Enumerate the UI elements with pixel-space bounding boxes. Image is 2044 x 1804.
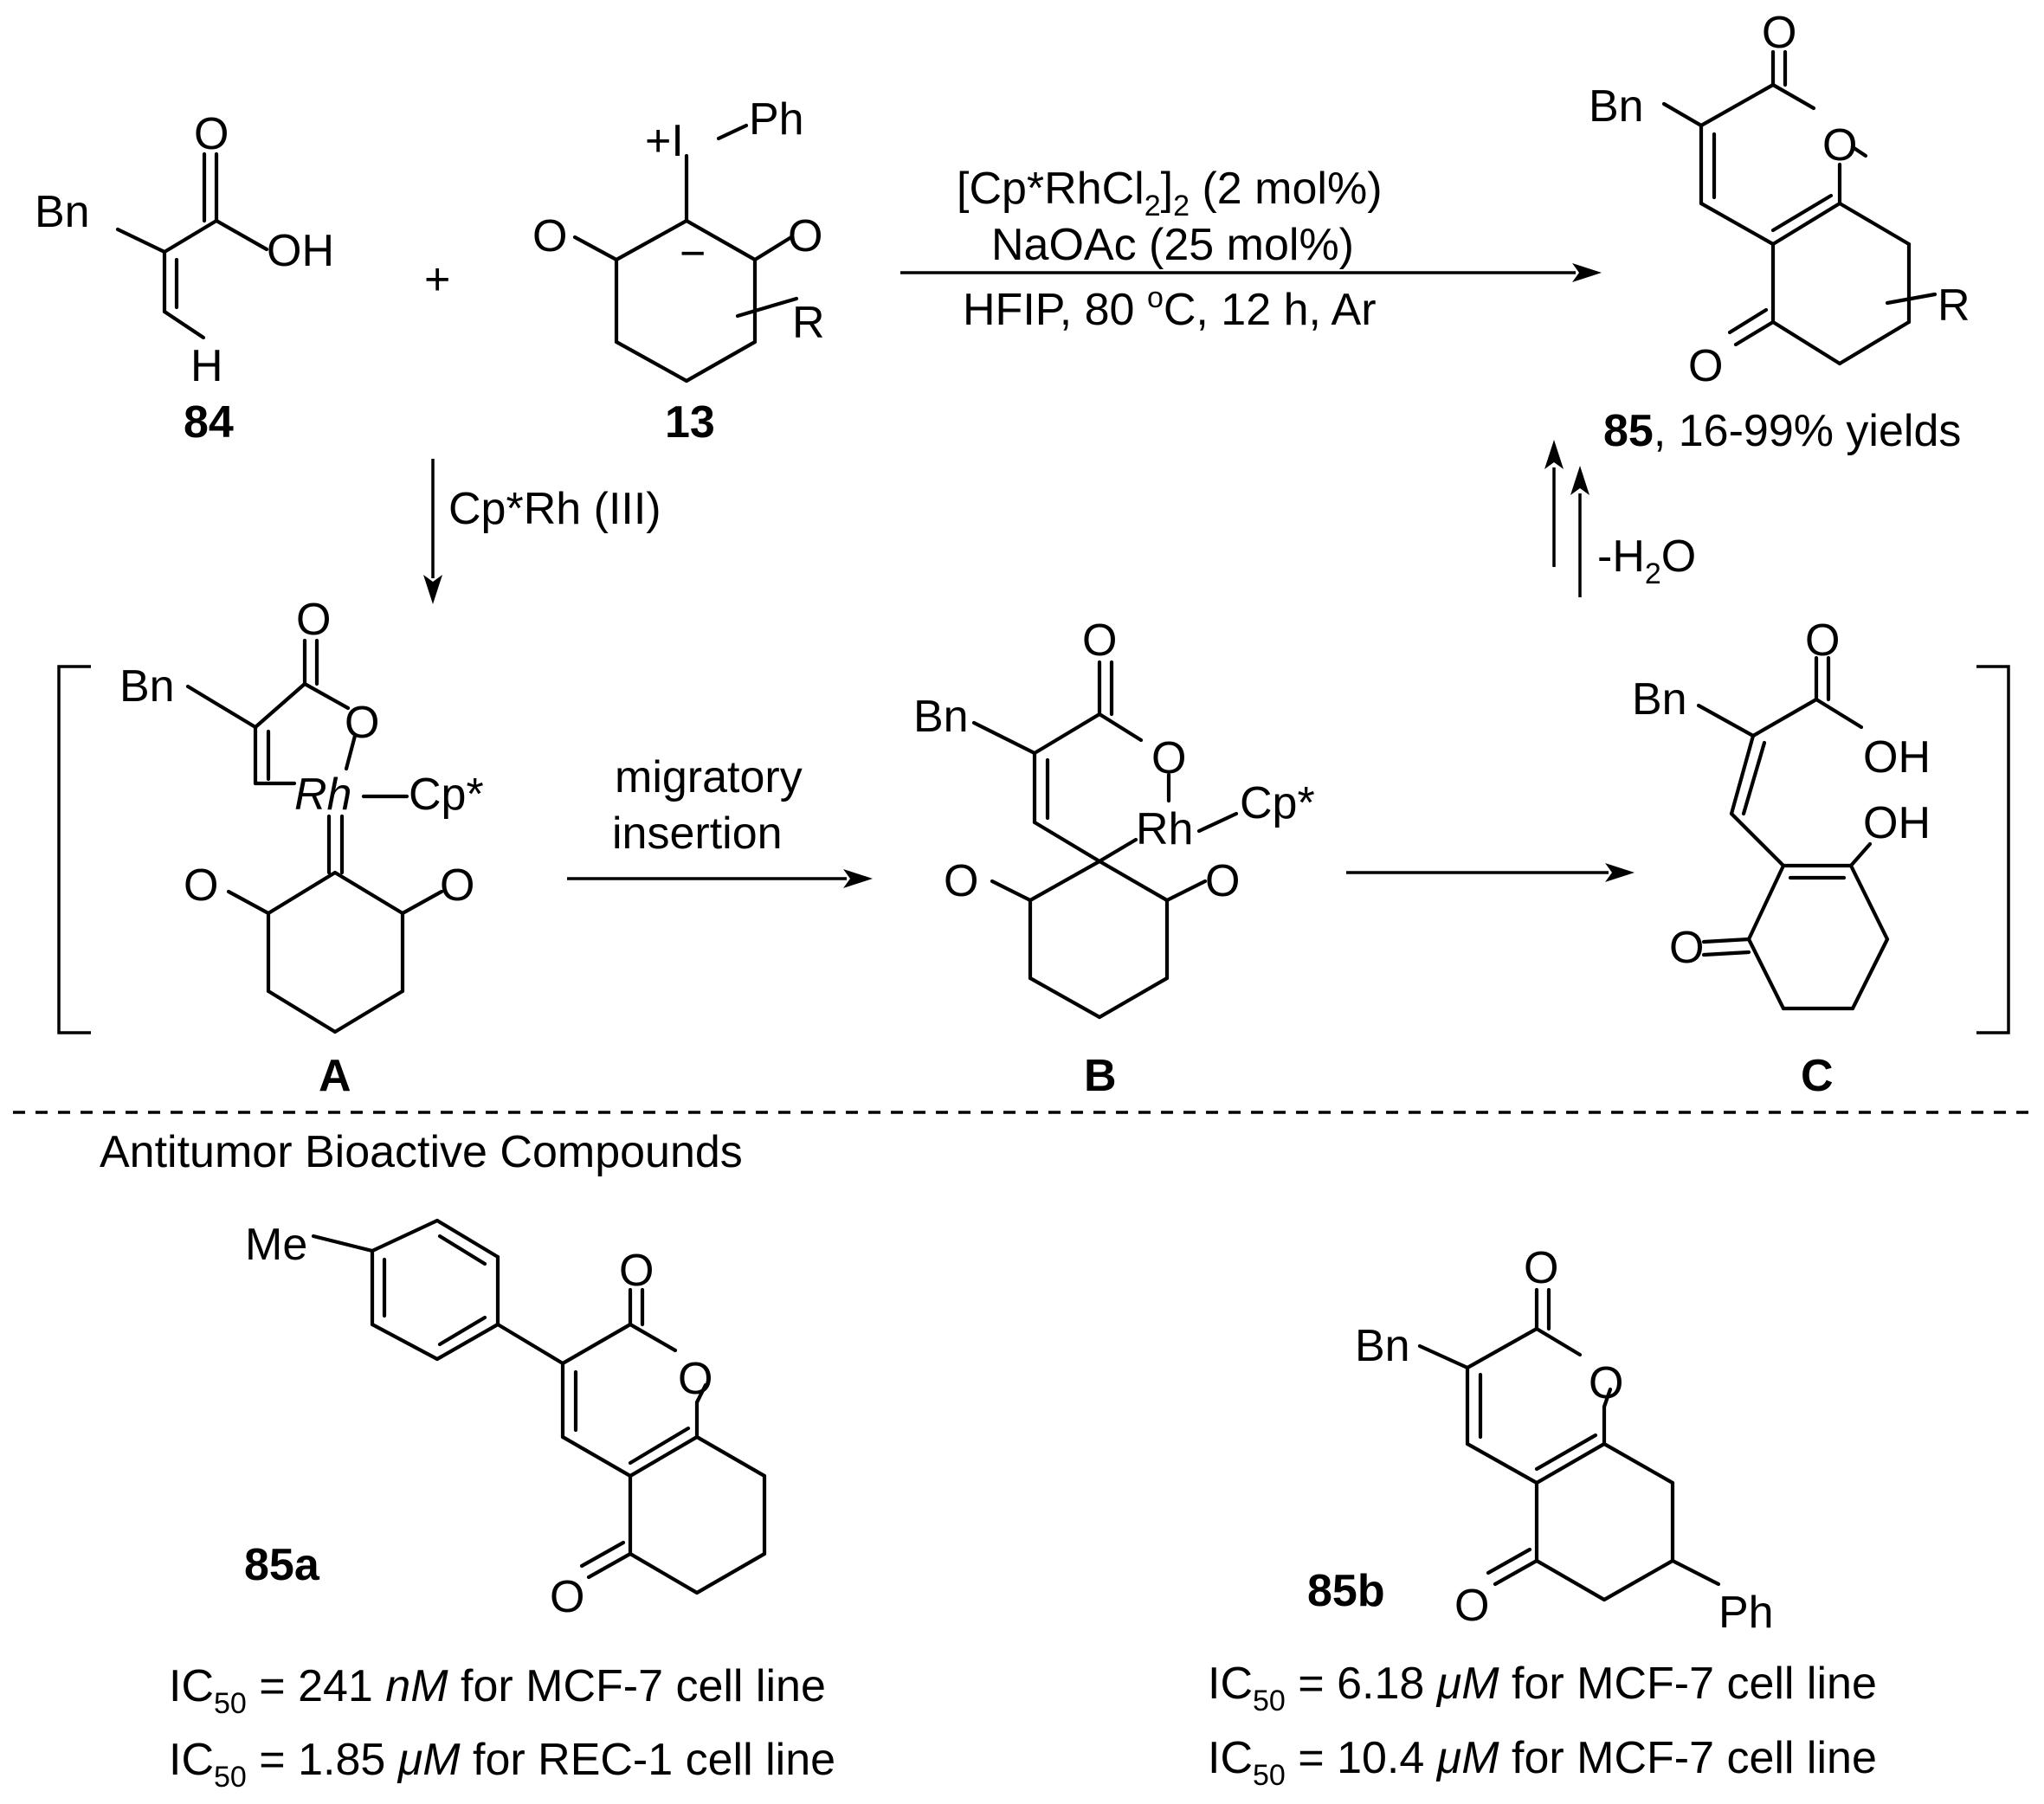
85b-ring-o: O <box>1589 1358 1623 1408</box>
up-arrows-dehydration <box>1544 440 1589 597</box>
right-bracket <box>1976 665 2010 1034</box>
down-arrow-catalyst <box>423 459 442 604</box>
85a-ketone-o: O <box>550 1572 584 1622</box>
85b-ketone-o: O <box>1454 1581 1489 1631</box>
compound-85: Bn O O O R 85, 16-99% yields <box>1589 8 1970 456</box>
13-right-o: O <box>788 211 822 261</box>
A-cp-label: Cp* <box>409 770 484 820</box>
85-bn-label: Bn <box>1589 81 1644 132</box>
85b-bn-label: Bn <box>1355 1321 1410 1371</box>
13-id: 13 <box>665 397 715 448</box>
85a-ic50-rec: IC50 = 241 nM for MCF-7 cell line <box>169 1661 826 1720</box>
B-ring-o: O <box>1151 733 1186 783</box>
C-id: C <box>1801 1051 1834 1101</box>
b-to-c-arrow <box>1346 863 1635 882</box>
84-hydroxyl-label: OH <box>267 226 334 276</box>
13-r-label: R <box>792 298 825 348</box>
85-ring-o: O <box>1822 120 1857 171</box>
B-bn-label: Bn <box>913 692 969 742</box>
A-ring-o: O <box>345 698 379 748</box>
A-carbonyl-o: O <box>296 595 331 645</box>
intermediate-C: Bn O OH OH O C <box>1632 615 1931 1101</box>
A-rh-label: Rh <box>294 770 351 820</box>
85b-ph-label: Ph <box>1718 1588 1774 1638</box>
C-enol-oh: OH <box>1863 798 1931 848</box>
85b-ic50-mcf7-a: IC50 = 6.18 μM for MCF-7 cell line <box>1208 1659 1877 1717</box>
85b-ic50-mcf7-b: IC50 = 10.4 μM for MCF-7 cell line <box>1208 1733 1877 1792</box>
B-rh-label: Rh <box>1136 804 1193 854</box>
compound-85b: Bn O O O Ph 85b <box>1307 1243 1774 1638</box>
catalyst-label: Cp*Rh (III) <box>448 484 661 534</box>
13-left-o: O <box>532 211 567 261</box>
85-caption: 85, 16-99% yields <box>1603 406 1961 456</box>
A-left-o: O <box>184 860 218 911</box>
85a-ring-o: O <box>678 1354 712 1404</box>
compound-85a: Me O O O 85a <box>244 1218 767 1622</box>
B-id: B <box>1084 1051 1117 1101</box>
insertion-label: insertion <box>612 809 783 859</box>
C-bn-label: Bn <box>1632 674 1687 725</box>
condition-catalyst: [Cp*RhCl2]2 (2 mol%) <box>957 164 1383 222</box>
85a-me-label: Me <box>245 1220 307 1270</box>
13-iodonium-label: +I <box>645 116 684 166</box>
condition-base: NaOAc (25 mol%) <box>991 220 1354 270</box>
85-ketone-o: O <box>1688 341 1723 391</box>
85a-ic50-rec1: IC50 = 1.85 μM for REC-1 cell line <box>169 1735 835 1794</box>
condition-solvent-temp: HFIP, 80 oC, 12 h, Ar <box>963 281 1377 335</box>
main-reaction-arrow <box>900 263 1602 282</box>
85-r-label: R <box>1938 280 1970 331</box>
13-carbanion-minus: − <box>680 229 706 279</box>
A-id: A <box>319 1051 351 1101</box>
B-carbonyl-o: O <box>1082 615 1117 666</box>
13-ph-label: Ph <box>749 94 804 145</box>
compound-13: +I Ph − O O R 13 <box>532 94 825 448</box>
intermediate-A: Bn O O Rh Cp* O O A <box>119 595 484 1101</box>
C-acid-oh: OH <box>1863 732 1931 783</box>
section-title: Antitumor Bioactive Compounds <box>100 1127 743 1177</box>
84-id: 84 <box>184 397 234 448</box>
85b-id: 85b <box>1307 1566 1385 1616</box>
migratory-insertion-arrow <box>567 869 873 888</box>
C-carbonyl-o: O <box>1805 615 1840 666</box>
A-bn-label: Bn <box>119 661 175 712</box>
85a-id: 85a <box>244 1540 320 1590</box>
85-lactone-carbonyl-o: O <box>1762 8 1796 58</box>
dehydration-label: -H2O <box>1597 532 1696 590</box>
C-ketone-o: O <box>1669 923 1704 973</box>
A-right-o: O <box>440 860 474 911</box>
B-right-o: O <box>1205 856 1240 906</box>
compound-84: Bn O OH H 84 <box>35 109 334 448</box>
85b-lactone-carbonyl-o: O <box>1524 1243 1558 1293</box>
intermediate-B: Bn O O Rh Cp* O O B <box>913 615 1315 1101</box>
B-cp-label: Cp* <box>1240 778 1315 828</box>
left-bracket <box>57 665 91 1034</box>
84-h-label: H <box>190 341 223 391</box>
85a-lactone-carbonyl-o: O <box>619 1246 654 1296</box>
plus-sign: + <box>424 254 450 305</box>
B-left-o: O <box>944 856 978 906</box>
84-bn-label: Bn <box>35 187 90 237</box>
84-carbonyl-o: O <box>194 109 229 159</box>
migratory-label: migratory <box>615 752 803 802</box>
